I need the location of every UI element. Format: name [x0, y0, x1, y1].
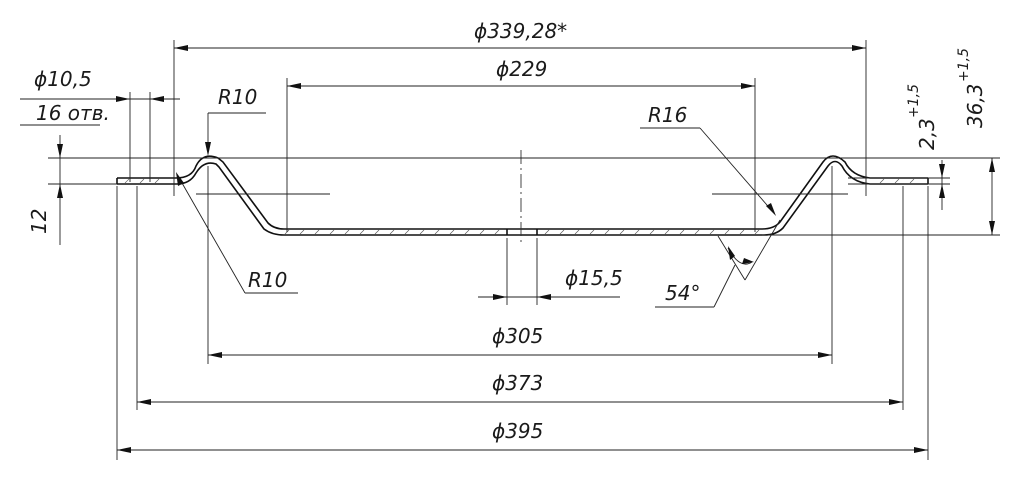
r10-top-label: R10	[218, 85, 257, 109]
dim-339-label: ϕ339,28*	[474, 19, 567, 43]
profile-inner-line	[117, 160, 928, 236]
dim-36-3-label: 36,3	[963, 83, 987, 128]
extension-lines	[48, 40, 1000, 460]
dim-395-label: ϕ395	[492, 419, 543, 443]
dim-12-label: 12	[27, 209, 51, 234]
dim-305-label: ϕ305	[492, 324, 543, 348]
r16-label: R16	[648, 103, 687, 127]
section-hatching	[124, 178, 915, 235]
dim-2-3-tolerance: +1,5	[906, 84, 922, 118]
dimension-lines	[20, 45, 995, 453]
dim-10-5-label: ϕ10,5	[34, 67, 92, 91]
dim-2-3-label: 2,3	[915, 118, 939, 150]
dimension-labels: ϕ339,28* ϕ229 ϕ10,5 16 отв. R10 R16 R10 …	[27, 19, 987, 443]
dim-15-5-label: ϕ15,5	[565, 266, 623, 290]
part-profile	[116, 155, 929, 236]
angle-54-label: 54°	[665, 281, 700, 305]
dim-229-label: ϕ229	[496, 57, 547, 81]
r10-bottom-label: R10	[248, 268, 287, 292]
dim-373-label: ϕ373	[492, 371, 543, 395]
holes-count-label: 16 отв.	[36, 101, 110, 125]
profile-outer-line	[117, 155, 928, 230]
dim-36-3-tolerance: +1,5	[956, 48, 972, 82]
